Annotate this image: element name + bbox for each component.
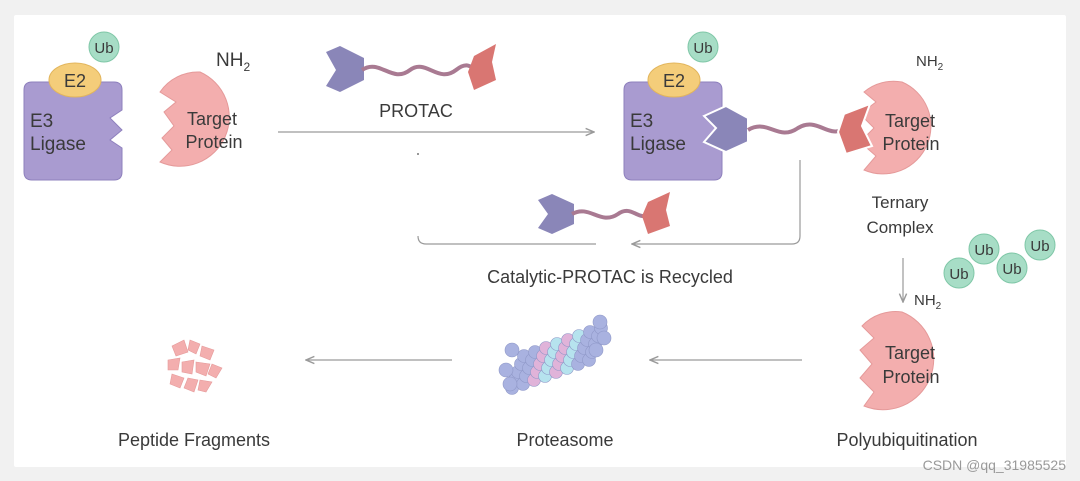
ternary-protac-target-ligand bbox=[836, 102, 874, 156]
polyub-target-protein-shape bbox=[859, 311, 935, 411]
protac-target-ligand bbox=[468, 44, 496, 90]
proteasome bbox=[498, 314, 612, 395]
ub-chain-1-label: Ub bbox=[949, 266, 968, 283]
protac-e3-ligand bbox=[326, 46, 364, 92]
ternary-e2-enzyme bbox=[647, 62, 701, 98]
proteasome-cap-subunit bbox=[592, 314, 608, 330]
ub-chain-1 bbox=[943, 257, 975, 289]
peptide-label: Peptide Fragments bbox=[118, 430, 270, 450]
protac-linker bbox=[360, 63, 478, 77]
ub-chain-2 bbox=[968, 233, 1000, 265]
polyub-target-label-line2: Protein bbox=[882, 367, 939, 387]
ub-chain-2-label: Ub bbox=[974, 242, 993, 259]
target-protein-shape bbox=[159, 71, 230, 167]
ternary-ubiquitin bbox=[687, 31, 719, 63]
ternary-e3-label-line1: E3 bbox=[630, 111, 653, 132]
peptide-fragments bbox=[167, 339, 223, 393]
polyub-target-label-line1: Target bbox=[885, 343, 935, 363]
e2-enzyme bbox=[48, 62, 102, 98]
ternary-protac-linker bbox=[746, 122, 848, 135]
ternary-complex: E3 Ligase E2 Ub Target Protein NH2 bbox=[623, 31, 944, 181]
polyubiquitinated-target: Ub Ub Ub Ub NH2 Target Protein bbox=[859, 229, 1056, 411]
ternary-nh2-label: NH2 bbox=[916, 53, 944, 73]
e3-label-line2: Ligase bbox=[30, 134, 86, 155]
recycled-protac bbox=[538, 192, 670, 234]
ub-chain-4 bbox=[1024, 229, 1056, 261]
target-protein: Target Protein NH2 bbox=[159, 50, 250, 167]
target-label-line1: Target bbox=[187, 109, 237, 129]
protac-molecule bbox=[326, 44, 496, 92]
proteasome-label: Proteasome bbox=[516, 430, 613, 450]
e3-label-line1: E3 bbox=[30, 111, 53, 132]
ternary-label-line2: Complex bbox=[866, 218, 934, 237]
ternary-target-protein-shape bbox=[859, 80, 932, 175]
watermark: CSDN @qq_31985525 bbox=[922, 457, 1066, 473]
proteasome-cap-subunit bbox=[504, 342, 520, 358]
ubiquitin bbox=[88, 31, 120, 63]
ternary-ub-label: Ub bbox=[693, 40, 712, 57]
ternary-e3-ligase-shape bbox=[623, 81, 723, 181]
proteasome-cap-subunit bbox=[596, 330, 612, 346]
ternary-target-label-line1: Target bbox=[885, 111, 935, 131]
e3-ligase-shape bbox=[23, 81, 123, 181]
recycled-label: Catalytic-PROTAC is Recycled bbox=[487, 267, 733, 287]
ternary-protac-e3-ligand bbox=[702, 104, 749, 154]
nh2-label: NH2 bbox=[216, 50, 250, 74]
polyub-nh2-label: NH2 bbox=[914, 292, 942, 312]
ub-label: Ub bbox=[94, 40, 113, 57]
protac-label: PROTAC bbox=[379, 101, 453, 121]
proteasome-cap-subunit bbox=[588, 342, 604, 358]
ternary-label-line1: Ternary bbox=[872, 193, 929, 212]
e3-ligase-complex: E3 Ligase E2 Ub bbox=[23, 31, 123, 181]
ub-chain-3 bbox=[996, 252, 1028, 284]
ub-chain-4-label: Ub bbox=[1030, 238, 1049, 255]
ternary-target-label-line2: Protein bbox=[882, 134, 939, 154]
target-label-line2: Protein bbox=[185, 132, 242, 152]
e2-label: E2 bbox=[64, 71, 86, 91]
polyub-label: Polyubiquitination bbox=[836, 430, 977, 450]
recycle-arrow-tail bbox=[417, 235, 596, 245]
ternary-e3-label-line2: Ligase bbox=[630, 134, 686, 155]
proteasome-cap-subunit bbox=[502, 376, 518, 392]
ub-chain-3-label: Ub bbox=[1002, 261, 1021, 278]
proteasome-cap-subunit bbox=[498, 362, 514, 378]
recycle-arrow bbox=[632, 160, 801, 244]
ternary-e2-label: E2 bbox=[663, 71, 685, 91]
